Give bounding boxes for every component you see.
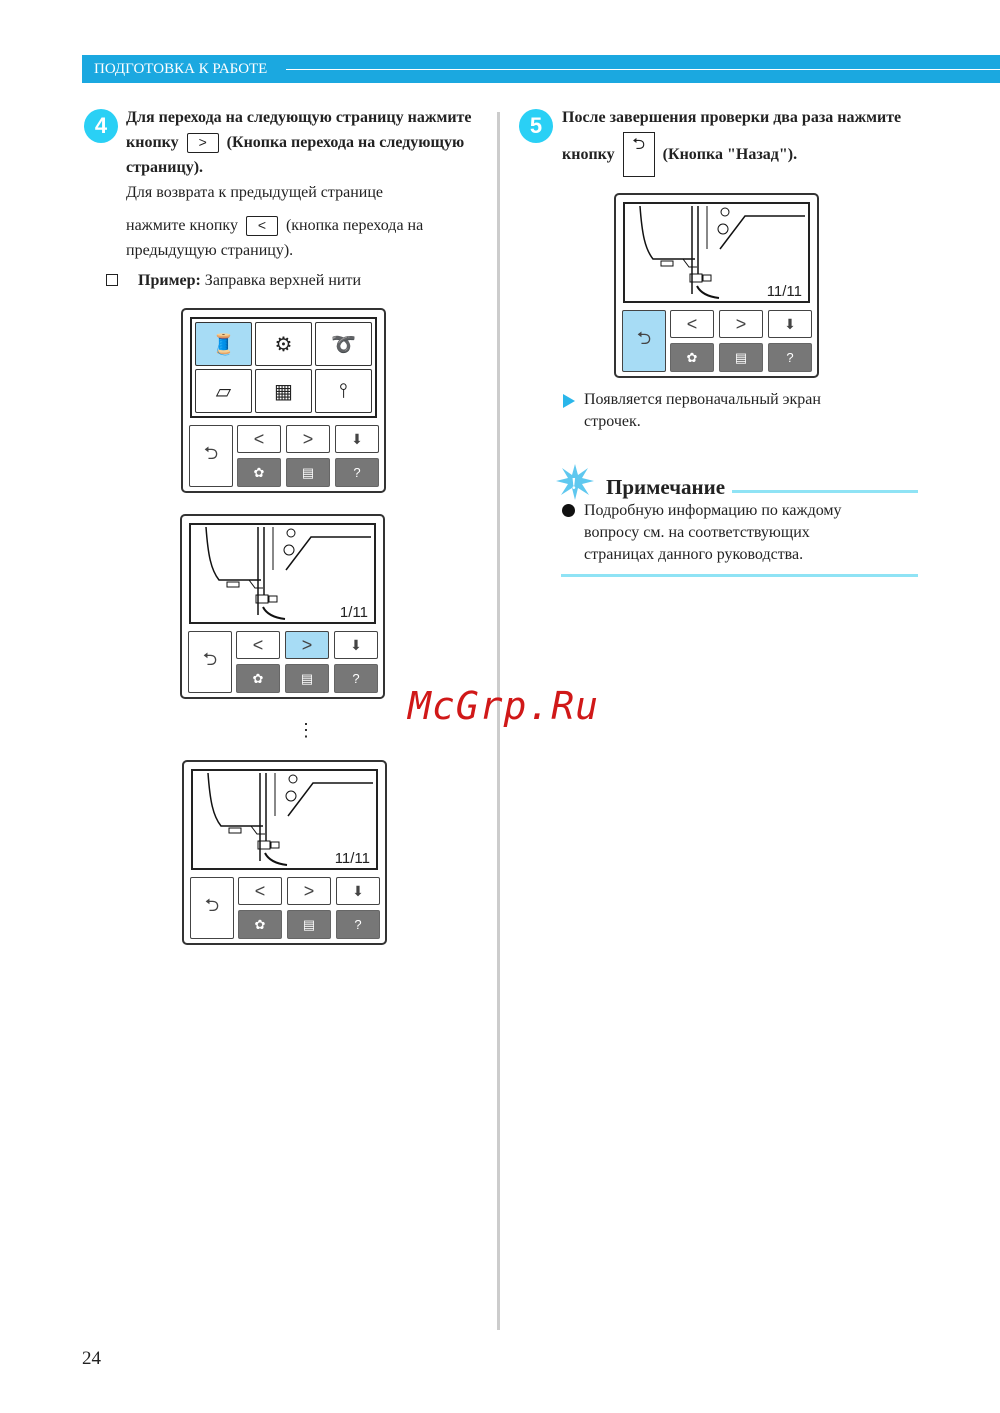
back-button[interactable]: ⮌ [188, 631, 232, 693]
screen-display: 11/11 [623, 202, 810, 303]
note-burst-icon: ! [556, 464, 594, 500]
result-arrow-icon [563, 394, 575, 408]
svg-text:!: ! [571, 474, 577, 493]
result-text: Появляется первоначальный экран строчек. [584, 389, 821, 433]
pocket-button[interactable]: ⬇ [768, 310, 812, 338]
help-button[interactable]: ? [335, 458, 379, 487]
presser-foot-icon[interactable]: ▱ [195, 369, 252, 413]
threading-illustration [191, 525, 374, 627]
help-button[interactable]: ? [768, 343, 812, 372]
help-button[interactable]: ? [336, 910, 380, 939]
step-5-line: После завершения проверки два раза нажми… [562, 109, 902, 126]
example-line: Пример: Заправка верхней нити [138, 268, 361, 293]
column-divider [497, 112, 500, 1330]
step-4-line: предыдущую страницу). [126, 242, 294, 259]
ellipsis: ⋮ [297, 720, 315, 740]
section-title: ПОДГОТОВКА К РАБОТЕ [94, 61, 268, 77]
next-page-button[interactable]: > [287, 877, 331, 905]
embroidery-button[interactable]: ✿ [670, 343, 714, 372]
step-4-line: (кнопка перехода на [285, 217, 424, 234]
note-line: Подробную информацию по каждому [584, 502, 842, 519]
back-button[interactable]: ⮌ [190, 877, 234, 939]
touch-panel-page-1: 1/11 ⮌<>⬇ ✿▤? [180, 514, 385, 699]
touch-panel-thread-menu: 🧵⚙➰ ▱▦⫯ ⮌<>⬇ ✿▤? [181, 308, 386, 493]
result-line: строчек. [584, 413, 641, 430]
bobbin-winding-icon[interactable]: ⚙ [255, 322, 312, 366]
manual-button[interactable]: ▤ [719, 343, 763, 372]
prev-page-button[interactable]: < [670, 310, 714, 338]
manual-button[interactable]: ▤ [287, 910, 331, 939]
screen-display: 11/11 [191, 769, 378, 870]
note-bottom-rule [561, 574, 918, 577]
note-title: Примечание [606, 475, 726, 499]
step-4-line: (Кнопка перехода на следующую [226, 134, 465, 151]
touch-panel-back: 11/11 ⮌<>⬇ ✿▤? [614, 193, 819, 378]
watermark: McGrp.Ru [408, 684, 600, 728]
manual-button[interactable]: ▤ [286, 458, 330, 487]
step-5-text: (Кнопка "Назад"). [662, 146, 798, 163]
prev-page-key: < [245, 216, 278, 237]
bullet-icon [562, 504, 575, 517]
prev-page-button[interactable]: < [237, 425, 281, 453]
checkbox-bullet-icon [106, 274, 118, 286]
page-indicator: 1/11 [339, 604, 368, 621]
embroidery-button[interactable]: ✿ [238, 910, 282, 939]
step-4-line: Для перехода на следующую страницу нажми… [126, 109, 472, 126]
upper-threading-icon[interactable]: 🧵 [195, 322, 252, 366]
next-page-key: > [186, 133, 219, 154]
note-line: вопросу см. на соответствующих [584, 524, 810, 541]
section-header: ПОДГОТОВКА К РАБОТЕ [82, 55, 1000, 83]
example-label: Пример: [138, 272, 201, 289]
note-rule [732, 490, 918, 493]
note-line: страницах данного руководства. [584, 546, 804, 563]
prev-page-button[interactable]: < [236, 631, 280, 659]
step-4-badge: 4 [84, 109, 118, 143]
step-4-line: нажмите кнопку [126, 217, 238, 234]
step-5-line: кнопку ⮌ (Кнопка "Назад"). [562, 132, 797, 177]
prev-page-button[interactable]: < [238, 877, 282, 905]
step-4-line: Для возврата к предыдущей странице [126, 184, 383, 201]
touch-panel-page-11: 11/11 ⮌<>⬇ ✿▤? [182, 760, 387, 945]
header-rule [286, 69, 1000, 70]
back-button[interactable]: ⮌ [622, 310, 666, 372]
page-number: 24 [82, 1348, 101, 1369]
pocket-button[interactable]: ⬇ [335, 425, 379, 453]
step-4-text: Для перехода на следующую страницу нажми… [126, 105, 496, 263]
step-4-line: страницу). [126, 159, 204, 176]
help-button[interactable]: ? [334, 664, 378, 693]
next-page-button[interactable]: > [719, 310, 763, 338]
step-5-text: кнопку [562, 146, 615, 163]
bobbin-insert-icon[interactable]: ➰ [315, 322, 372, 366]
embroidery-button[interactable]: ✿ [237, 458, 281, 487]
page-indicator: 11/11 [334, 850, 370, 867]
example-text: Заправка верхней нити [204, 272, 362, 289]
result-line: Появляется первоначальный экран [584, 391, 821, 408]
back-button[interactable]: ⮌ [189, 425, 233, 487]
page-indicator: 11/11 [766, 283, 802, 300]
note-text: Подробную информацию по каждому вопросу … [584, 500, 842, 566]
screen-display: 1/11 [189, 523, 376, 624]
step-4-line: кнопку [126, 134, 179, 151]
threading-illustration [625, 204, 808, 306]
pocket-button[interactable]: ⬇ [334, 631, 378, 659]
needle-change-icon[interactable]: ⫯ [315, 369, 372, 413]
threading-illustration [193, 771, 376, 873]
manual-button[interactable]: ▤ [285, 664, 329, 693]
next-page-button[interactable]: > [286, 425, 330, 453]
pocket-button[interactable]: ⬇ [336, 877, 380, 905]
embroidery-button[interactable]: ✿ [236, 664, 280, 693]
next-page-button[interactable]: > [285, 631, 329, 659]
step-5-badge: 5 [519, 109, 553, 143]
embroidery-frame-icon[interactable]: ▦ [255, 369, 312, 413]
function-grid: 🧵⚙➰ ▱▦⫯ [190, 317, 377, 418]
back-key: ⮌ [622, 132, 655, 177]
